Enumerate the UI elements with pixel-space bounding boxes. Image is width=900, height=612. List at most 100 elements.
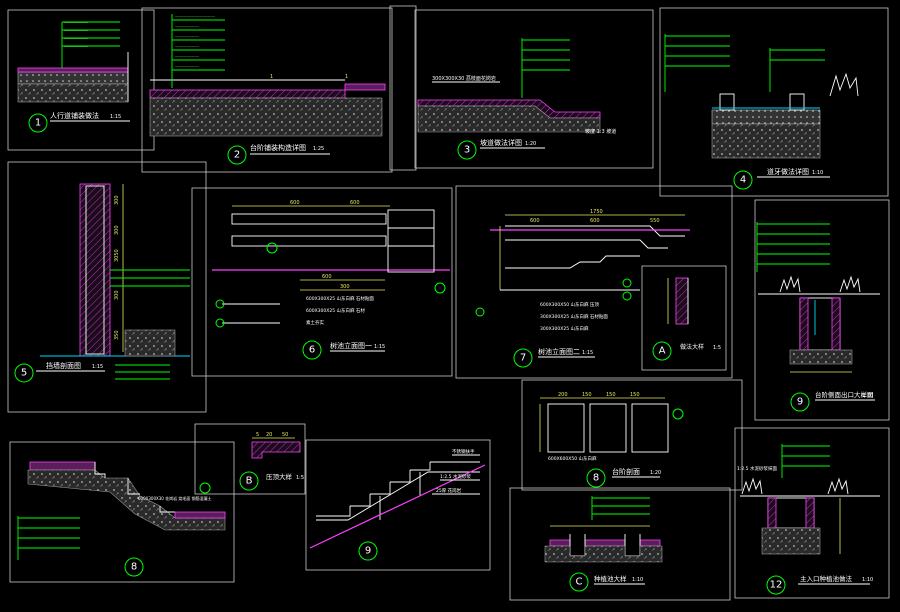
d7-dim-3: 600 bbox=[590, 218, 600, 224]
drawing-2-number: 2 bbox=[234, 150, 240, 161]
drawing-7-scale: 1:15 bbox=[582, 350, 593, 356]
d9-note-2: 1:2.5 水泥砂浆 bbox=[440, 473, 471, 480]
d10-dim-4: 150 bbox=[630, 392, 640, 398]
d6-note-2: 600X300X25 山东白麻 石材 bbox=[306, 307, 365, 314]
drawing-6-scale: 1:15 bbox=[374, 344, 385, 350]
svg-text:——————: —————— bbox=[64, 20, 88, 25]
svg-text:——————: —————— bbox=[64, 36, 88, 41]
svg-text:——————: —————— bbox=[175, 54, 199, 59]
d7-dim-1: 1750 bbox=[590, 209, 603, 215]
d6-dim-2: 600 bbox=[350, 200, 360, 206]
d5-dim-3: 3050 bbox=[114, 249, 120, 262]
drawing-B-number: B bbox=[246, 476, 253, 487]
dB-dim-3: 50 bbox=[282, 432, 288, 438]
drawing-A-title: 做法大样 bbox=[680, 343, 704, 351]
drawing-4-title: 道牙做法详图 bbox=[767, 167, 809, 176]
d10-dim-3: 150 bbox=[606, 392, 616, 398]
d6-dim-4: 300 bbox=[340, 284, 350, 290]
d10-note: 600X600X50 山东白麻 bbox=[548, 455, 597, 462]
svg-text:——————: —————— bbox=[64, 44, 88, 49]
drawing-2-scale: 1:25 bbox=[313, 146, 324, 152]
svg-text:——————: —————— bbox=[175, 24, 199, 29]
d6-dim-1: 600 bbox=[290, 200, 300, 206]
drawing-2: ———————————————— ———————————— ——————————… bbox=[141, 5, 417, 173]
drawing-1-scale: 1:15 bbox=[110, 114, 121, 120]
drawing-C-title: 种植池大样 bbox=[594, 574, 627, 583]
dB-dim-1: 5 bbox=[256, 432, 259, 438]
drawing-3-scale: 1:20 bbox=[525, 141, 536, 147]
drawing-4: 4 道牙做法详图 1:10 bbox=[659, 7, 889, 197]
drawing-6-number: 6 bbox=[309, 345, 315, 356]
d7-note-3: 300X300X25 山东白麻 bbox=[540, 325, 589, 332]
drawing-3: 300X300X30 荔枝面花岗岩 坡度 1:3 坡道 3 坡道做法详图 1:2… bbox=[414, 9, 654, 169]
drawing-12-number: 12 bbox=[770, 580, 783, 591]
drawing-B: 5 20 50 B 压顶大样 1:5 bbox=[194, 423, 306, 495]
drawing-5-scale: 1:15 bbox=[92, 364, 103, 370]
drawing-B-scale: 1:5 bbox=[296, 475, 304, 481]
drawing-3-title: 坡道做法详图 bbox=[480, 138, 522, 147]
drawing-9-id: 9 bbox=[365, 546, 371, 557]
drawing-A-scale: 1:5 bbox=[713, 345, 721, 351]
drawing-8-id: 8 bbox=[131, 562, 137, 573]
d7-note-2: 300X300X25 山东白麻 石材贴面 bbox=[540, 313, 608, 320]
drawing-12-title: 主入口种植池做法 bbox=[800, 574, 853, 583]
drawing-B-title: 压顶大样 bbox=[266, 472, 293, 481]
drawing-10-number: 8 bbox=[593, 473, 599, 484]
drawing-8: 600X300X30 花岗岩 烧毛面 钢筋混凝土 8 B 8 台阶剖面 台阶剖面 bbox=[9, 441, 235, 583]
drawing-12-scale: 1:10 bbox=[862, 577, 873, 583]
d6-note-3: 素土夯实 bbox=[306, 319, 324, 326]
d9-note-3: 25厚 花岗岩 bbox=[436, 487, 462, 494]
drawing-9: 不锈钢扶手 1:2.5 水泥砂浆 25厚 花岗岩 9 9 台阶侧面出口大样图 bbox=[305, 439, 491, 571]
d9-note-1: 不锈钢扶手 bbox=[452, 448, 475, 455]
drawing-1-number: 1 bbox=[35, 118, 41, 129]
d12-note: 1:2.5 水泥砂浆抹面 bbox=[737, 465, 777, 472]
d5-dim-1: 300 bbox=[114, 195, 120, 205]
drawing-6-title: 树池立面图一 bbox=[330, 341, 372, 350]
d7-note-1: 600X300X50 山东白麻 压顶 bbox=[540, 301, 599, 308]
svg-text:——————: —————— bbox=[175, 34, 199, 39]
drawing-C-number: C bbox=[576, 577, 583, 588]
drawing-10-title: 台阶剖面 bbox=[612, 467, 640, 476]
drawing-4-number: 4 bbox=[740, 175, 746, 186]
d10-dim-1: 200 bbox=[558, 392, 568, 398]
drawing-C-scale: 1:10 bbox=[632, 577, 643, 583]
drawing-11-title: 台阶侧面出口大样图 bbox=[815, 390, 874, 399]
drawing-2-dim-b: 1 bbox=[345, 74, 348, 80]
drawing-4-scale: 1:10 bbox=[812, 170, 823, 176]
drawing-12: 1:2.5 水泥砂浆抹面 12 主入口种植池做法 1:10 bbox=[734, 427, 890, 599]
drawing-3-number: 3 bbox=[464, 145, 470, 156]
drawing-5-title: 挡墙剖面图 bbox=[46, 361, 81, 370]
drawing-7-number: 7 bbox=[520, 353, 526, 364]
svg-text:——————: —————— bbox=[64, 28, 88, 33]
drawing-5-number: 5 bbox=[21, 368, 27, 379]
drawing-2-title: 台阶铺装构造详图 bbox=[250, 143, 306, 152]
drawing-C: C 种植池大样 1:10 bbox=[509, 487, 731, 601]
drawing-1: —————— —————— —————— —————— 1 人行道铺装做法 1:15 bbox=[7, 9, 155, 151]
d5-dim-5: 350 bbox=[114, 330, 120, 340]
d6-dim-3: 600 bbox=[322, 274, 332, 280]
drawing-6: 600 600 600 300 600X300X25 山东白麻 石材贴面 600… bbox=[191, 187, 453, 377]
drawing-1-title: 人行道铺装做法 bbox=[50, 111, 99, 120]
d10-dim-2: 150 bbox=[582, 392, 592, 398]
drawing-10: 200 150 150 150 600X600X50 山东白麻 8 台阶剖面 1… bbox=[521, 379, 743, 491]
drawing-11-number: 9 bbox=[797, 397, 803, 408]
d7-dim-4: 550 bbox=[650, 218, 660, 224]
drawing-A-number: A bbox=[659, 346, 666, 357]
drawing-3-note: 300X300X30 荔枝面花岗岩 bbox=[432, 75, 496, 82]
d5-dim-4: 300 bbox=[114, 290, 120, 300]
d6-note-1: 600X300X25 山东白麻 石材贴面 bbox=[306, 295, 374, 302]
drawing-10-scale: 1:20 bbox=[650, 470, 661, 476]
d8-note: 600X300X30 花岗岩 烧毛面 钢筋混凝土 bbox=[138, 495, 212, 501]
drawing-2-dim-a: 1 bbox=[270, 74, 273, 80]
svg-text:——————: —————— bbox=[175, 44, 199, 49]
d7-dim-2: 600 bbox=[530, 218, 540, 224]
drawing-3-slope: 坡度 1:3 坡道 bbox=[585, 128, 616, 135]
drawing-7-title: 树池立面图二 bbox=[538, 347, 580, 356]
drawing-5: 300 300 3050 300 350 5 挡墙剖面图 1:15 bbox=[7, 161, 207, 413]
d5-dim-2: 300 bbox=[114, 225, 120, 235]
svg-text:——————: —————— bbox=[175, 64, 199, 69]
dB-dim-2: 20 bbox=[266, 432, 272, 438]
svg-text:——————————: —————————— bbox=[175, 14, 215, 19]
drawing-11: 9 台阶侧面出口大样图 1:10 bbox=[754, 199, 890, 421]
